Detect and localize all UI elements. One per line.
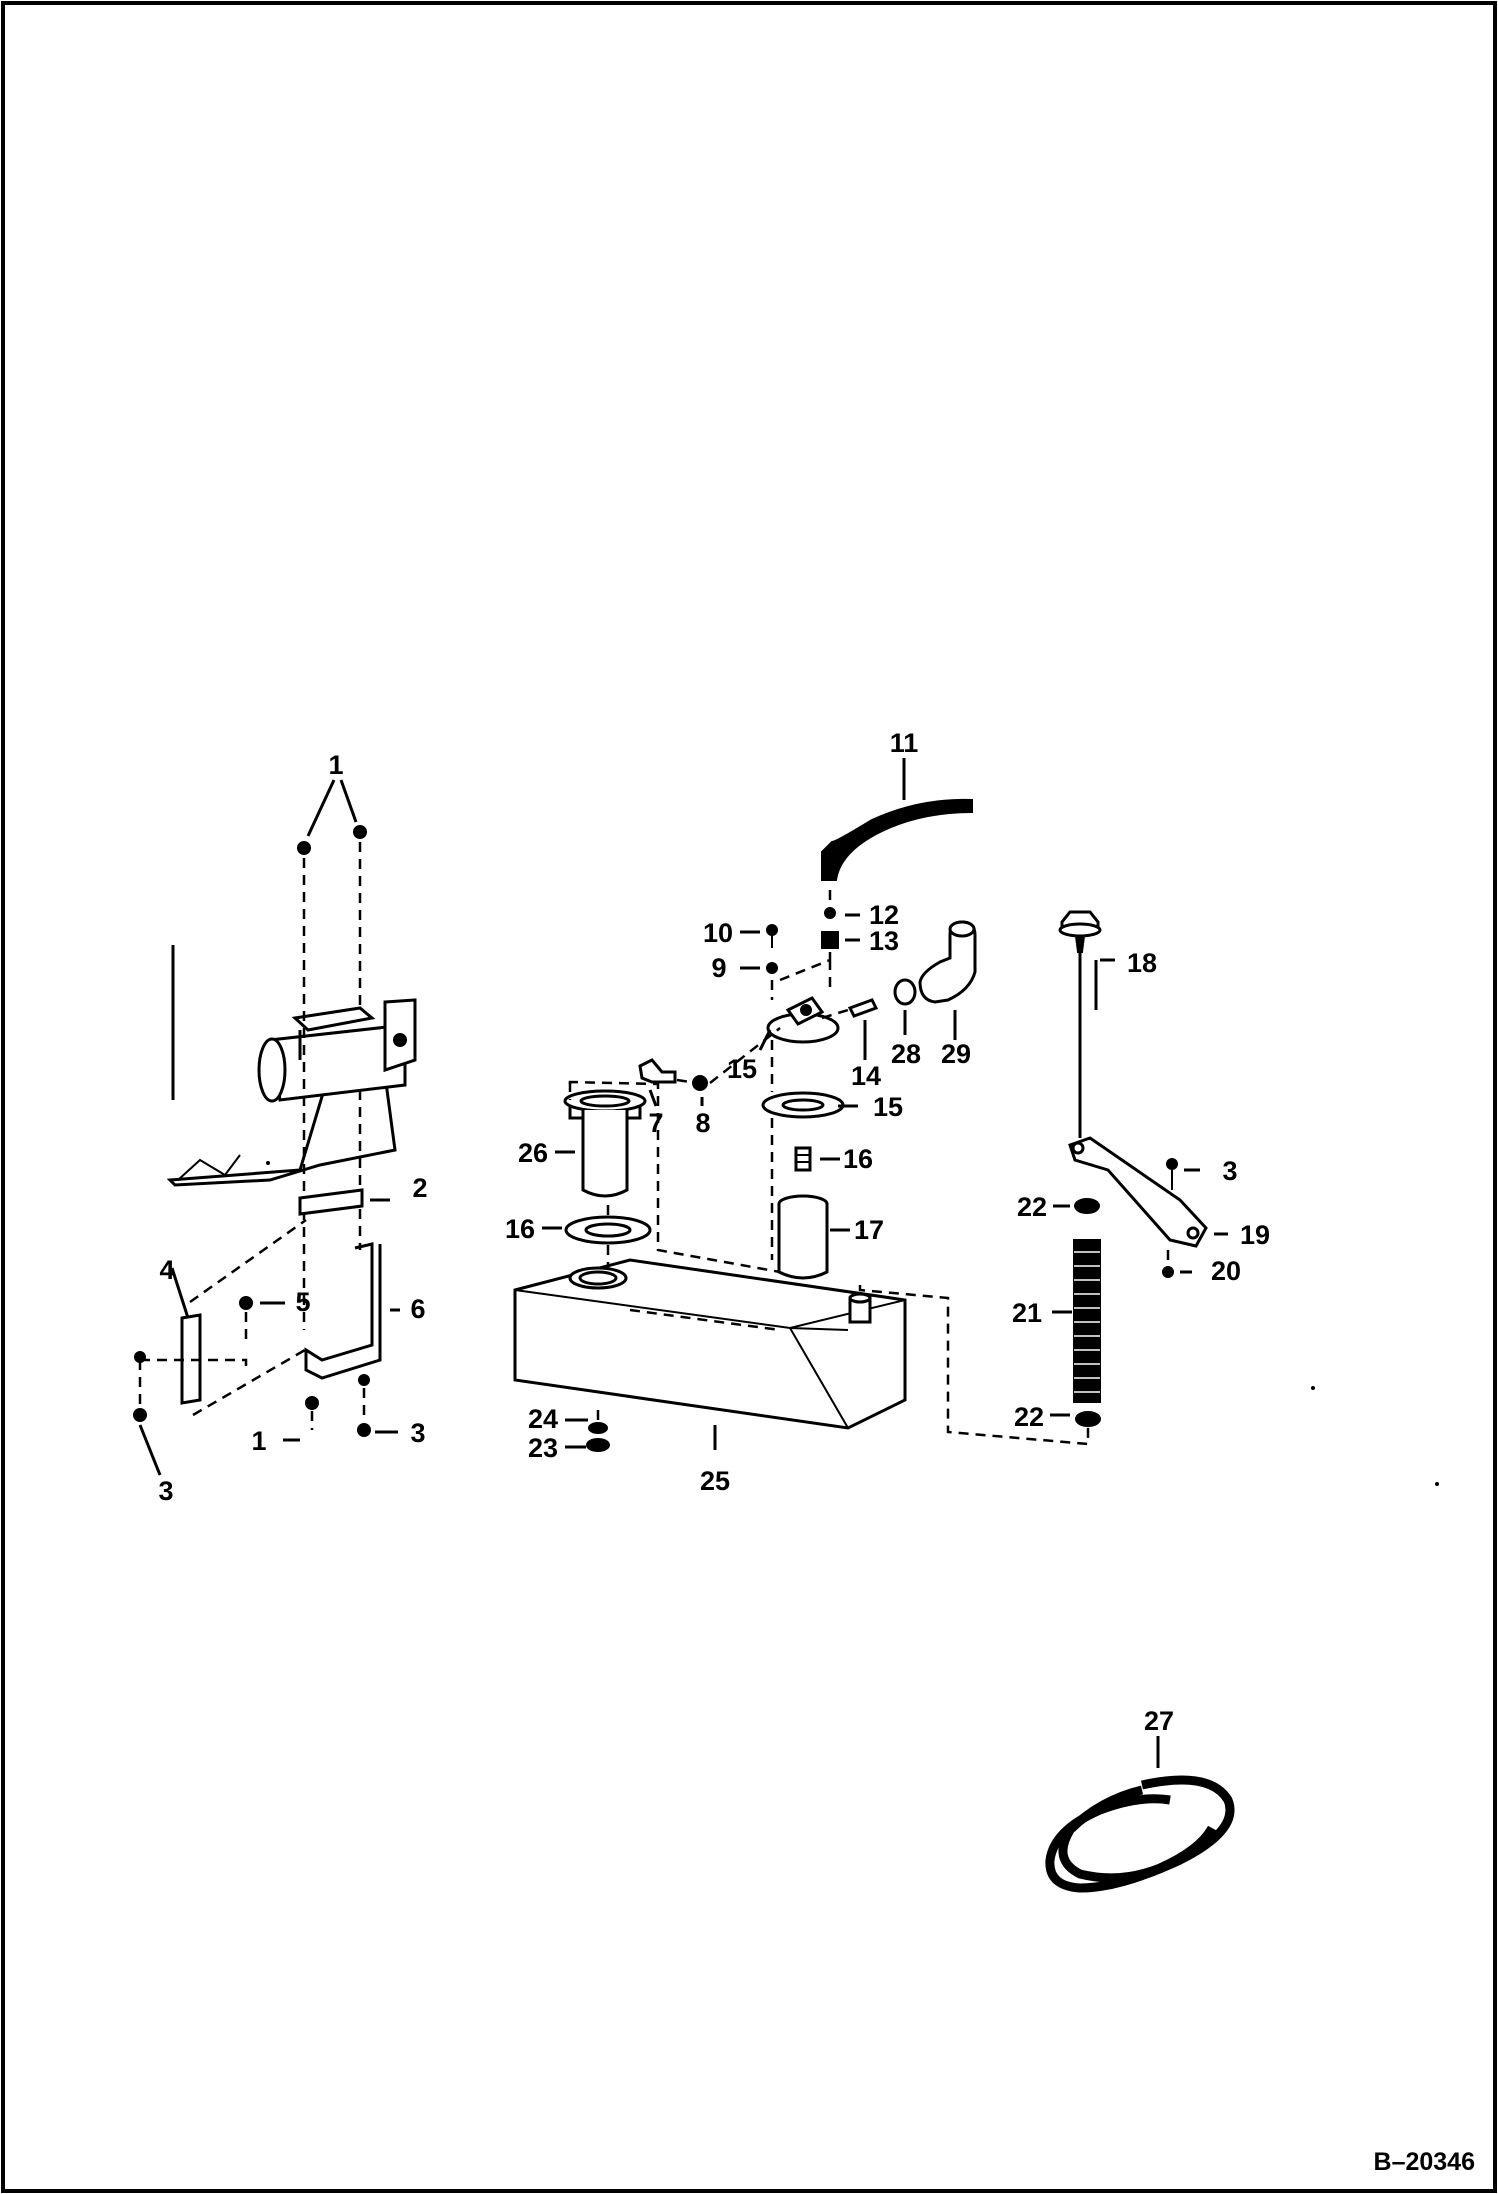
washer-part-9: [766, 962, 778, 974]
callout-13: 13: [869, 926, 899, 956]
nut-part-20: [1162, 1266, 1174, 1278]
bolt-3-lower-right: [357, 1423, 371, 1437]
screw-part-3-right: [1166, 1158, 1178, 1170]
fitting-part-8: [692, 1075, 708, 1091]
callout-27: 27: [1144, 1706, 1174, 1736]
callout-1-top: 1: [328, 750, 343, 780]
frame-mount-assembly: [133, 779, 417, 1476]
callout-22-bottom: 22: [1014, 1402, 1044, 1432]
callout-25: 25: [700, 1466, 730, 1496]
callout-5: 5: [295, 1287, 310, 1317]
bolt-1-left: [297, 841, 311, 855]
callout-23: 23: [528, 1433, 558, 1463]
clamp-part-12: [824, 907, 836, 919]
callout-29: 29: [941, 1039, 971, 1069]
bolt-3-lower-left: [133, 1408, 147, 1422]
washer-part-23: [586, 1438, 610, 1452]
callout-12: 12: [869, 900, 899, 930]
callout-22-top: 22: [1017, 1192, 1047, 1222]
callout-17: 17: [854, 1215, 884, 1245]
bolt-1-right: [353, 825, 367, 839]
fuel-gauge-assembly: [1050, 910, 1228, 1427]
callout-21: 21: [1012, 1298, 1042, 1328]
callout-3-bottom: 3: [410, 1418, 425, 1448]
strap-part-2: [298, 1188, 364, 1216]
callout-1-bottom: 1: [251, 1426, 266, 1456]
bracket-plate-part-19: [1068, 1136, 1208, 1248]
fitting-part-14: [847, 998, 879, 1018]
elbow-part-7: [638, 1058, 677, 1084]
callout-19: 19: [1240, 1220, 1270, 1250]
callout-7: 7: [648, 1108, 663, 1138]
fuel-tank-part-25: [513, 1258, 907, 1430]
callout-3-left: 3: [158, 1476, 173, 1506]
callout-2: 2: [412, 1173, 427, 1203]
filter-part-17: [777, 1204, 829, 1280]
callout-14: 14: [851, 1061, 881, 1091]
bracket-part-6: [304, 1242, 382, 1380]
callout-18: 18: [1127, 948, 1157, 978]
callout-9: 9: [711, 953, 726, 983]
callout-16-left: 16: [505, 1214, 535, 1244]
figure-reference-code: B–20346: [1374, 2148, 1475, 2176]
callout-24: 24: [528, 1404, 558, 1434]
callout-28: 28: [891, 1039, 921, 1069]
hose-coil-part-27: [1045, 1736, 1235, 1893]
screw-part-10: [766, 924, 778, 936]
bolt-1-lower: [305, 1396, 319, 1410]
fuel-tank-assembly: [513, 1080, 1090, 1452]
callout-6: 6: [410, 1294, 425, 1324]
screw-part-5: [239, 1296, 253, 1310]
callout-10: 10: [703, 918, 733, 948]
hose-part-11: [821, 798, 973, 881]
callout-15-lower: 15: [873, 1092, 903, 1122]
callout-15-upper: 15: [727, 1054, 757, 1084]
filter-part-16-small: [794, 1146, 812, 1172]
callout-20: 20: [1211, 1256, 1241, 1286]
washer-part-22-bottom: [1075, 1411, 1101, 1427]
oring-part-28: [893, 978, 917, 1006]
fitting-part-13: [821, 931, 839, 949]
filler-tube-part-26: [581, 1110, 629, 1198]
washer-part-22-top: [1074, 1198, 1100, 1214]
callout-labels: 1 1 2 3 3 3 4 5 6 7 8 9 10 11 12 13 14 1…: [158, 728, 1270, 1736]
callout-4: 4: [159, 1255, 174, 1285]
callout-16-right: 16: [843, 1144, 873, 1174]
callout-26: 26: [518, 1138, 548, 1168]
fuel-pickup-assembly: [638, 758, 977, 1280]
drain-plug-part-24: [588, 1422, 608, 1434]
callout-3-right: 3: [1222, 1156, 1237, 1186]
callout-11: 11: [890, 728, 919, 758]
callout-8: 8: [695, 1108, 710, 1138]
